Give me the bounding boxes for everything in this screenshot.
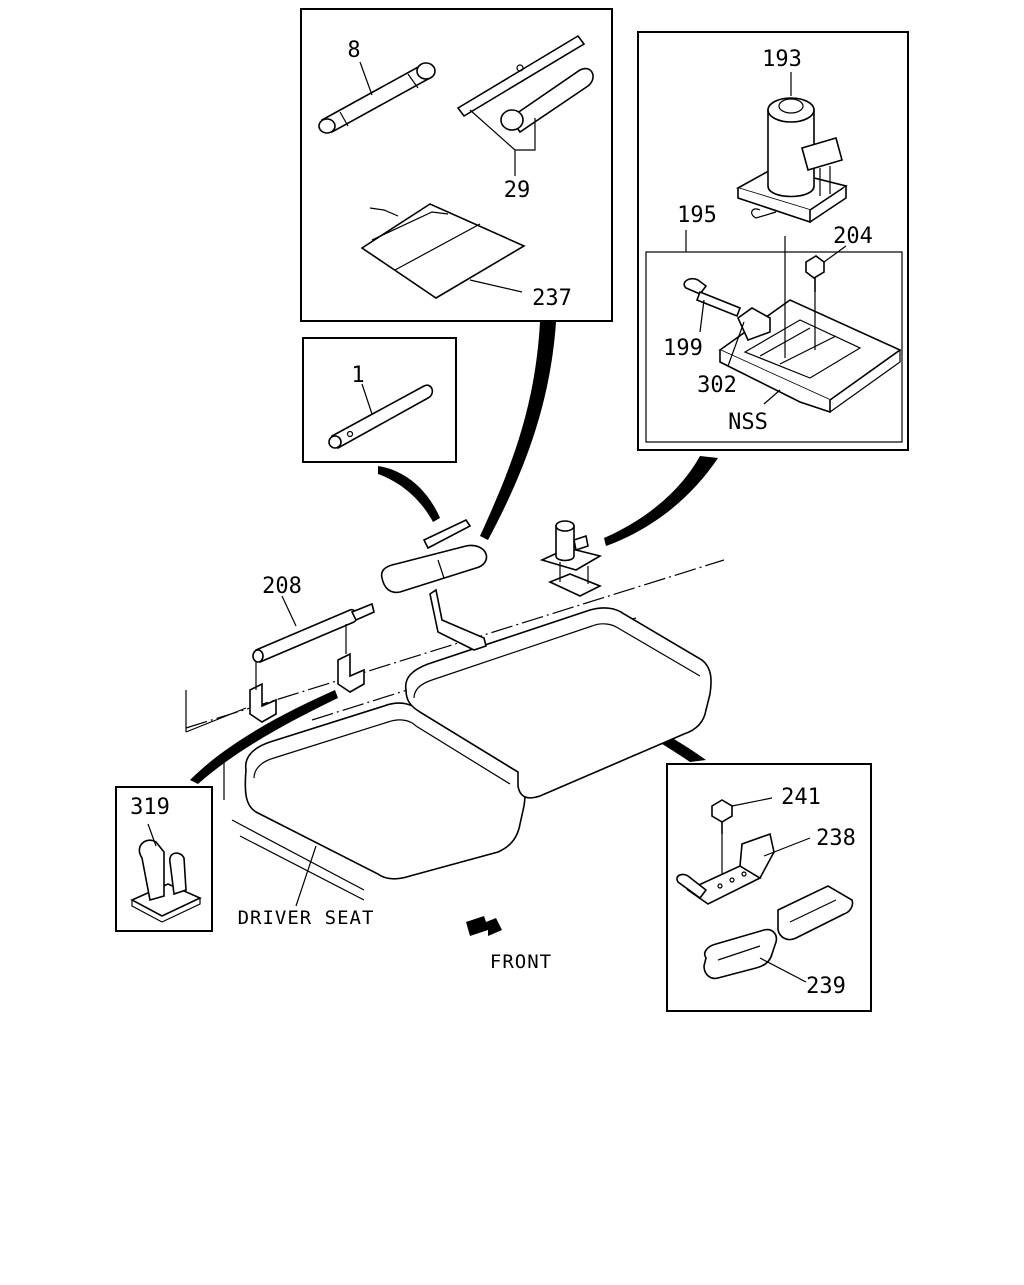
label-237: 237 — [532, 286, 572, 311]
wrench-on-floor — [422, 518, 472, 550]
jack-box: 193 195 204 199 302 NSS — [637, 31, 909, 451]
arc-tools-to-bag — [480, 322, 556, 540]
label-nss: NSS — [728, 410, 768, 435]
label-239: 239 — [806, 974, 846, 999]
label-204: 204 — [833, 224, 873, 249]
label-195: 195 — [677, 203, 717, 228]
arc-jack-box-to-jack — [604, 456, 718, 546]
wheel-wrench-8 — [318, 61, 436, 134]
arc-clip-to-box — [190, 690, 338, 784]
label-302: 302 — [697, 373, 737, 398]
bottle-jack-193 — [735, 72, 848, 224]
clip-319 — [130, 823, 202, 923]
label-driver-seat: DRIVER SEAT — [238, 907, 375, 929]
bolt-204 — [805, 245, 847, 350]
floor-edge-2 — [185, 707, 247, 733]
label-319: 319 — [130, 795, 170, 820]
clip-box: 319 — [115, 786, 213, 932]
cab-scene: 208 DRIVER SEAT FRONT — [185, 518, 725, 973]
hook-239 — [703, 885, 854, 983]
label-193: 193 — [762, 47, 802, 72]
rear-clips — [249, 624, 365, 723]
label-208: 208 — [262, 574, 302, 599]
floor-line-rear — [185, 559, 725, 729]
jack-tray-195 — [685, 230, 902, 414]
bracket-238 — [676, 832, 811, 905]
bar-box-frame — [302, 337, 457, 463]
bar-208 — [252, 595, 375, 664]
jack-on-floor — [539, 520, 603, 597]
leader-nss — [763, 389, 781, 405]
arc-bar-to-wrench — [378, 466, 440, 522]
seat-base-lines — [231, 819, 365, 901]
bracket-box: 241 238 239 — [666, 763, 872, 1012]
tool-bag-on-floor — [380, 544, 488, 594]
bolt-241 — [711, 797, 773, 878]
label-1: 1 — [351, 363, 364, 388]
driver-seat-cushion — [244, 702, 526, 880]
tool-bag-237 — [360, 203, 526, 299]
leader-driver-seat — [295, 845, 317, 907]
label-front: FRONT — [490, 951, 552, 973]
bar-1 — [328, 383, 434, 450]
label-8: 8 — [347, 38, 360, 63]
leader-302 — [727, 321, 745, 367]
bracket-on-floor — [429, 588, 487, 651]
label-241: 241 — [781, 785, 821, 810]
front-arrow-icon — [466, 916, 502, 936]
jack-box-inner-frame — [645, 251, 903, 443]
label-238: 238 — [816, 826, 856, 851]
wing-bolt-199 — [683, 277, 742, 333]
label-199: 199 — [663, 336, 703, 361]
tools-box: 8 29 237 — [300, 8, 613, 322]
bar-box: 1 — [302, 337, 457, 463]
label-29: 29 — [504, 178, 531, 203]
passenger-seat-cushion — [404, 607, 712, 799]
jack-handle-29 — [456, 34, 594, 176]
